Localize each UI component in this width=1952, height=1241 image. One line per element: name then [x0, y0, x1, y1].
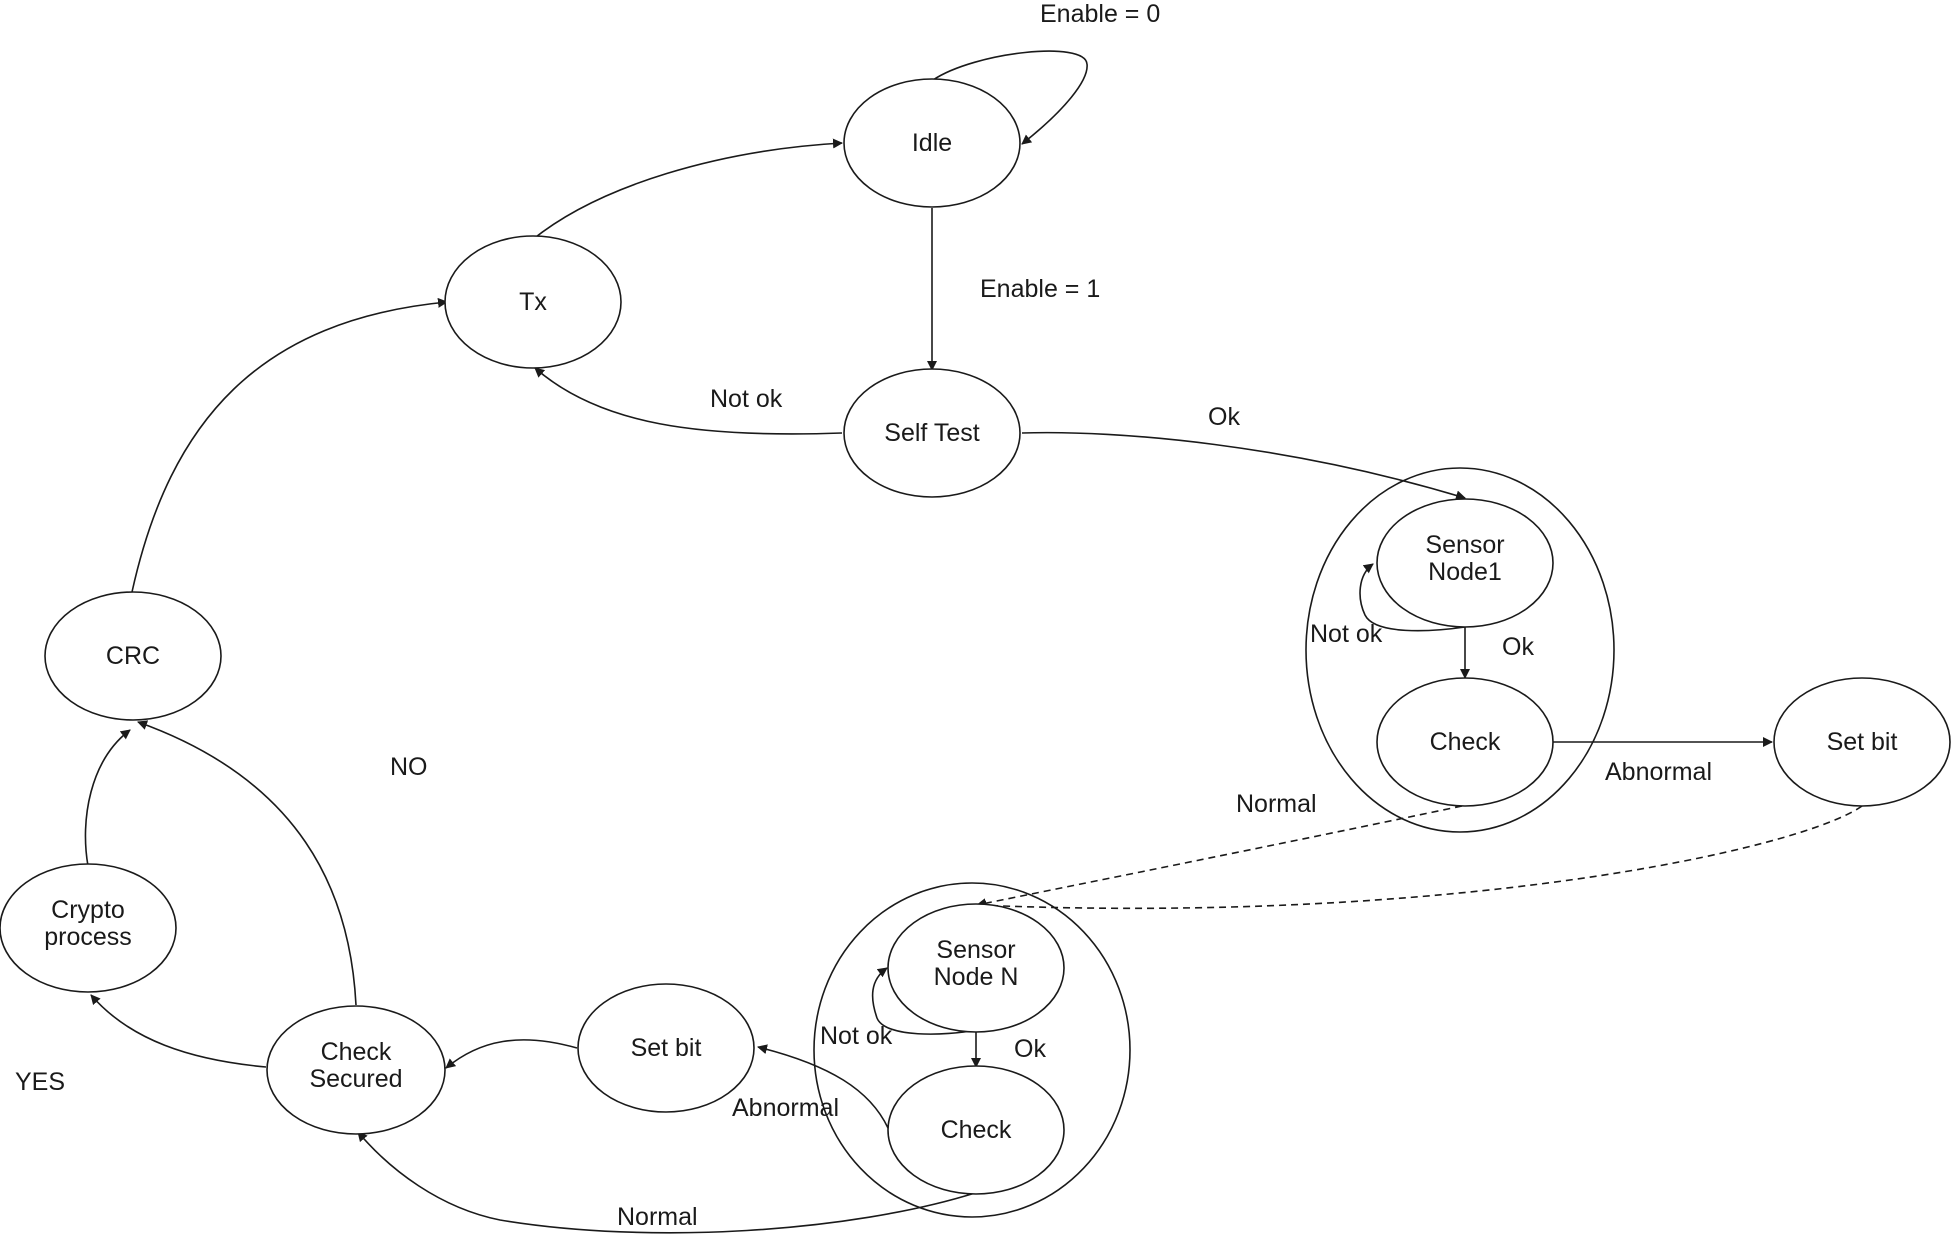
node-label-line: process: [44, 923, 132, 951]
state-idle: Idle: [843, 78, 1021, 208]
label-not-ok-node-n: Not ok: [820, 1022, 893, 1050]
node-label-line: Check: [941, 1116, 1012, 1144]
label-yes: YES: [15, 1068, 65, 1096]
label-not-ok-self-test: Not ok: [710, 385, 783, 413]
node-label-line: Tx: [519, 288, 547, 316]
label-normal-1: Normal: [1236, 790, 1317, 818]
node-label-line: Sensor: [1425, 531, 1504, 559]
label-abnormal-1: Abnormal: [1605, 758, 1712, 786]
node-label-line: Set bit: [1827, 728, 1898, 756]
node-label-line: CRC: [106, 642, 160, 670]
edge-sensor-node-n-self-loop: [871, 967, 977, 1035]
node-label-line: Sensor: [936, 936, 1015, 964]
state-check1: Check: [1376, 677, 1554, 807]
edge-self-test-to-sensor-node1: [1021, 431, 1466, 501]
label-enable-0: Enable = 0: [1040, 0, 1160, 28]
edge-check-secured-to-crc: [137, 720, 357, 1006]
state-self-test-label: Self Test: [884, 419, 979, 447]
state-set-bit2-label: Set bit: [631, 1034, 702, 1062]
label-ok-self-test: Ok: [1208, 403, 1240, 431]
state-tx-label: Tx: [519, 288, 547, 316]
edge-sensor-node1-self-loop: [1359, 563, 1466, 632]
label-ok-node1: Ok: [1502, 633, 1534, 661]
edge-check-secured-to-crypto: [90, 994, 267, 1068]
node-label-line: Self Test: [884, 419, 979, 447]
edge-crc-to-tx: [131, 297, 448, 593]
state-crc-label: CRC: [106, 642, 160, 670]
state-tx: Tx: [444, 235, 622, 369]
state-check-n-label: Check: [941, 1116, 1012, 1144]
node-label-line: Check: [321, 1038, 392, 1066]
state-check-n: Check: [887, 1065, 1065, 1195]
state-crc: CRC: [44, 591, 222, 721]
edge-crypto-to-crc: [84, 729, 131, 867]
label-not-ok-node1: Not ok: [1310, 620, 1383, 648]
node-label-line: Idle: [912, 129, 952, 157]
label-ok-node-n: Ok: [1014, 1035, 1046, 1063]
edge-check-n-to-check-secured: [357, 1131, 976, 1234]
state-check1-label: Check: [1430, 728, 1501, 756]
edge-set-bit1-to-sensor-node-n: [976, 805, 1863, 911]
state-set-bit1-label: Set bit: [1827, 728, 1898, 756]
node-label-line: Node N: [934, 963, 1019, 991]
edge-tx-to-idle: [531, 138, 843, 241]
edge-set-bit2-to-check-secured: [445, 1039, 578, 1069]
edge-self-test-to-tx: [534, 367, 843, 435]
node-label-line: Node1: [1428, 558, 1502, 586]
node-label-line: Set bit: [631, 1034, 702, 1062]
edge-idle-self-loop: [932, 50, 1088, 145]
state-set-bit1: Set bit: [1773, 677, 1951, 807]
node-label-line: Check: [1430, 728, 1501, 756]
edge-check-n-to-set-bit2: [757, 1044, 889, 1129]
edge-check1-to-sensor-node-n: [976, 805, 1463, 909]
state-idle-label: Idle: [912, 129, 952, 157]
state-set-bit2: Set bit: [577, 983, 755, 1113]
state-self-test: Self Test: [843, 368, 1021, 498]
label-enable-1: Enable = 1: [980, 275, 1100, 303]
label-no: NO: [390, 753, 428, 781]
sensor-node1-group: [1305, 467, 1615, 833]
sensor-node-n-group: [813, 882, 1131, 1218]
label-normal-2: Normal: [617, 1203, 698, 1231]
label-abnormal-2: Abnormal: [732, 1094, 839, 1122]
node-label-line: Secured: [309, 1065, 402, 1093]
node-label-line: Crypto: [51, 896, 125, 924]
